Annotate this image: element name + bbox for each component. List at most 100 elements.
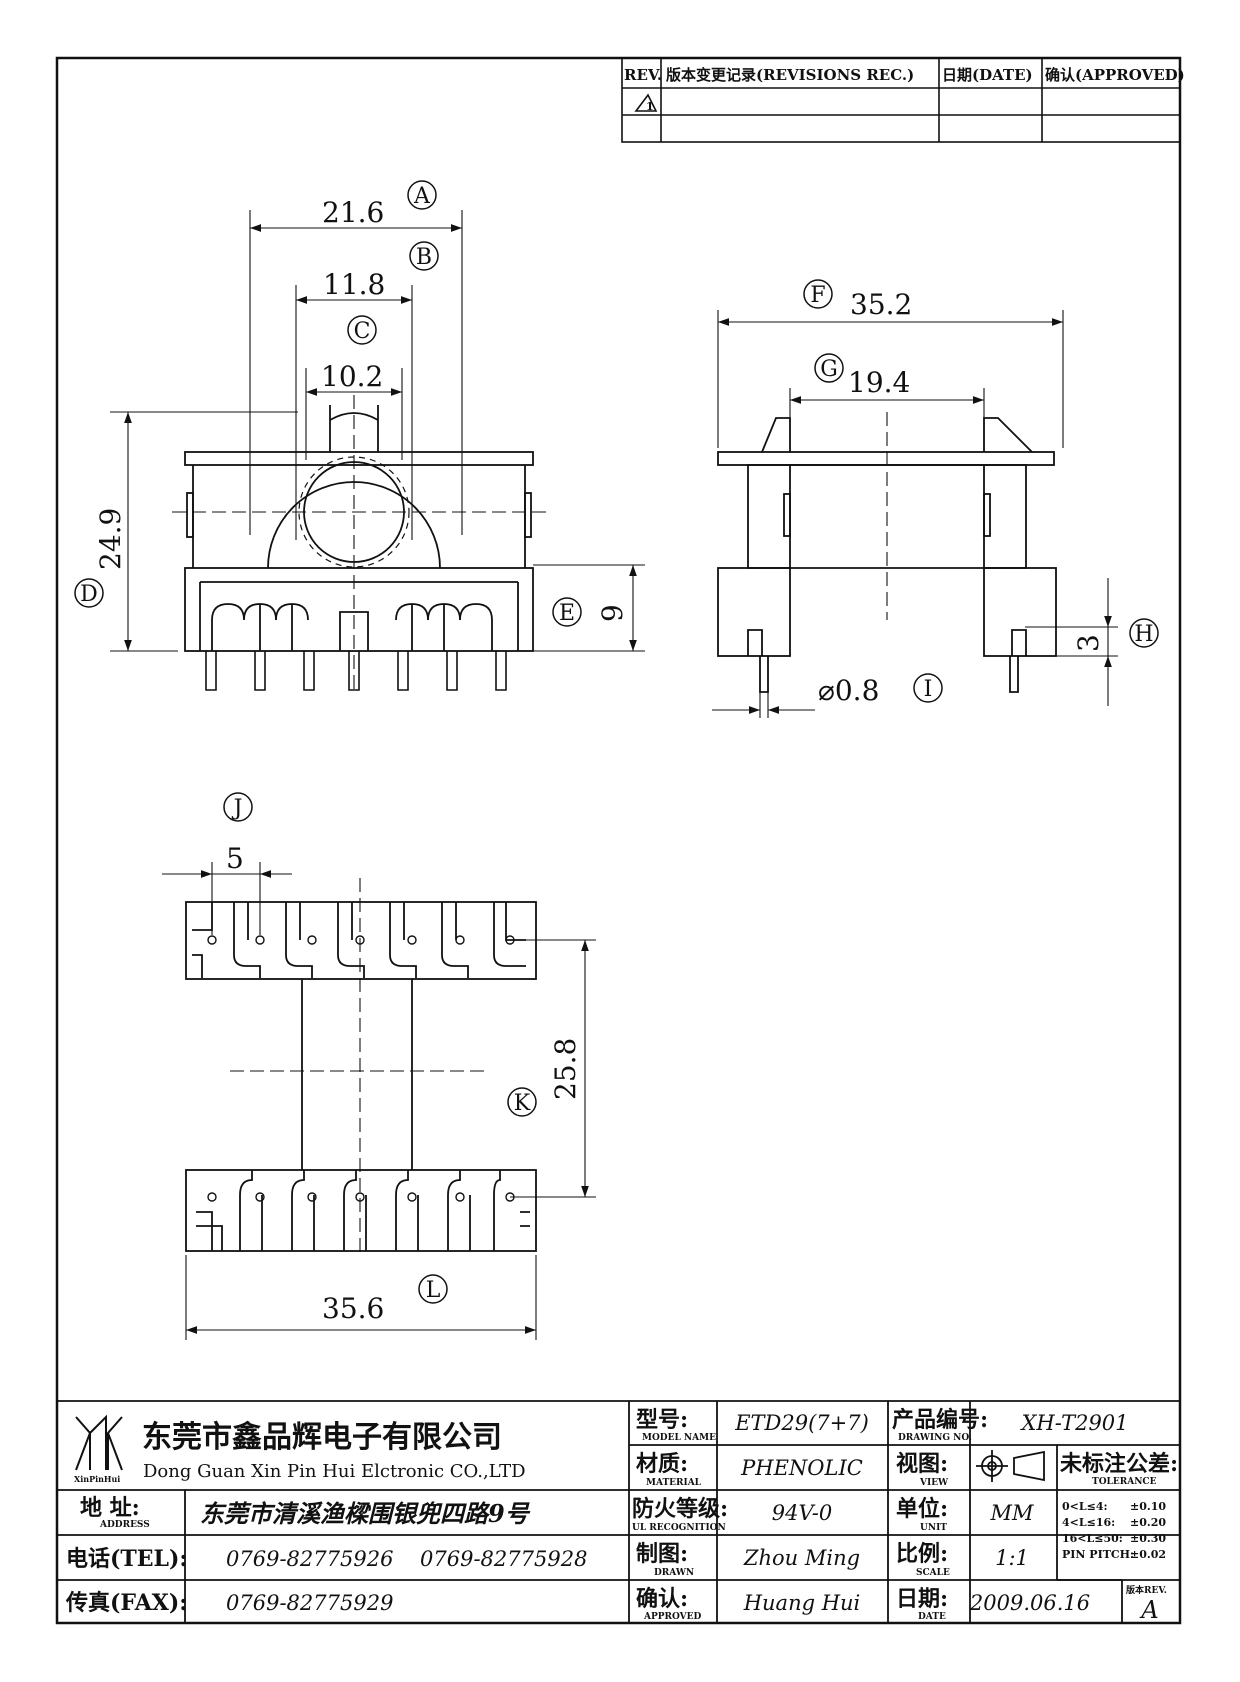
dim-B-letter: B — [416, 245, 432, 270]
drawn-value: Zhou Ming — [743, 1546, 860, 1570]
logo-text: XinPinHui — [74, 1474, 120, 1484]
dim-F: F 35.2 — [803, 279, 912, 321]
revisions-header: 版本变更记录(REVISIONS REC.) — [666, 66, 914, 84]
approved-sublabel: APPROVED — [643, 1612, 702, 1622]
first-rev-marker: 1 — [646, 100, 654, 113]
tol-range-3: 16<L≤50: — [1062, 1532, 1123, 1545]
tolerance-sublabel: TOLERANCE — [1092, 1477, 1157, 1487]
date-label: 日期: — [896, 1586, 948, 1612]
drawn-sublabel: DRAWN — [654, 1568, 694, 1578]
dim-F-value: 35.2 — [850, 288, 912, 321]
tol-range-4: PIN PITCH: — [1062, 1548, 1134, 1561]
drawing-no-sublabel: DRAWING NO. — [898, 1433, 972, 1443]
fire-label: 防火等级: — [632, 1496, 728, 1522]
approved-header: 确认(APPROVED) — [1045, 66, 1185, 84]
dim-I-value: ⌀0.8 — [818, 674, 879, 707]
dim-D: D 24.9 — [74, 508, 127, 608]
dim-H-letter: H — [1134, 622, 1153, 647]
front-view — [110, 210, 645, 691]
fire-value: 94V-0 — [772, 1501, 832, 1525]
unit-label: 单位: — [896, 1496, 948, 1522]
company-name-cn: 东莞市鑫品辉电子有限公司 — [142, 1420, 502, 1455]
projection-symbol-icon — [976, 1450, 1045, 1482]
model-value: ETD29(7+7) — [734, 1411, 869, 1435]
address-value: 东莞市清溪渔樑围银兜四路9号 — [200, 1499, 531, 1528]
company-logo-icon — [75, 1414, 123, 1471]
revision-table — [621, 57, 1181, 143]
tel-1: 0769-82775926 — [226, 1547, 393, 1571]
dim-K-letter: K — [514, 1091, 531, 1116]
fax-label: 传真(FAX): — [65, 1590, 187, 1616]
dim-L: L 35.6 — [322, 1274, 448, 1325]
dim-E-letter: E — [559, 601, 575, 626]
address-label: 地 址: — [80, 1495, 140, 1521]
rev-label: 版本REV. — [1125, 1584, 1167, 1596]
scale-sublabel: SCALE — [916, 1568, 950, 1578]
dim-K-value: 25.8 — [549, 1038, 582, 1100]
drawn-label: 制图: — [636, 1541, 688, 1567]
address-sublabel: ADDRESS — [99, 1520, 150, 1530]
title-block-grid — [57, 1400, 1180, 1623]
dim-H-value: 3 — [1072, 634, 1105, 652]
dim-C-value: 10.2 — [321, 360, 383, 393]
tol-value-2: ±0.20 — [1130, 1516, 1166, 1529]
dim-D-value: 24.9 — [94, 508, 127, 570]
dim-E-value: 9 — [596, 604, 629, 622]
material-label: 材质: — [636, 1451, 688, 1477]
dim-D-letter: D — [80, 582, 98, 607]
dim-C-letter: C — [354, 319, 371, 344]
fax-value: 0769-82775929 — [226, 1591, 393, 1615]
dim-L-value: 35.6 — [322, 1292, 384, 1325]
dim-I-letter: I — [924, 677, 933, 702]
dim-C: C 10.2 — [321, 315, 383, 393]
dim-A: A 21.6 — [322, 180, 437, 229]
rev-value: A — [1139, 1596, 1158, 1624]
side-view — [712, 310, 1118, 718]
dim-L-letter: L — [426, 1278, 441, 1303]
dim-G-letter: G — [820, 357, 838, 382]
scale-label: 比例: — [896, 1541, 948, 1567]
tol-range-2: 4<L≤16: — [1062, 1516, 1115, 1529]
unit-value: MM — [989, 1501, 1034, 1525]
dim-E: E 9 — [552, 597, 629, 627]
company-name-en: Dong Guan Xin Pin Hui Elctronic CO.,LTD — [143, 1461, 526, 1482]
rev-header: REV. — [624, 66, 662, 84]
dim-B: B 11.8 — [323, 241, 439, 301]
model-label: 型号: — [636, 1407, 688, 1433]
drawing-no-label: 产品编号: — [892, 1407, 988, 1433]
dim-J: J 5 — [223, 792, 253, 875]
drawing-border — [55, 56, 1182, 1625]
approved-value: Huang Hui — [743, 1591, 861, 1615]
dim-A-value: 21.6 — [322, 196, 384, 229]
unit-sublabel: UNIT — [920, 1523, 947, 1533]
dim-J-letter: J — [232, 796, 243, 821]
date-header: 日期(DATE) — [942, 66, 1033, 84]
dim-G-value: 19.4 — [848, 366, 910, 399]
tel-label: 电话(TEL): — [66, 1546, 188, 1572]
tol-value-4: ±0.02 — [1130, 1548, 1166, 1561]
view-sublabel: VIEW — [919, 1478, 949, 1488]
dim-I: I ⌀0.8 — [818, 673, 943, 707]
view-label: 视图: — [896, 1451, 948, 1477]
model-sublabel: MODEL NAME — [642, 1433, 716, 1443]
dim-K: K 25.8 — [507, 1038, 582, 1117]
tol-value-3: ±0.30 — [1130, 1532, 1166, 1545]
dim-H: H 3 — [1072, 618, 1159, 652]
drawing-no-value: XH-T2901 — [1019, 1411, 1128, 1435]
dim-F-letter: F — [810, 283, 825, 308]
dim-B-value: 11.8 — [323, 268, 385, 301]
fire-sublabel: UL RECOGNITION — [632, 1523, 726, 1533]
dim-J-value: 5 — [226, 842, 244, 875]
tolerance-label: 未标注公差: — [1060, 1451, 1178, 1477]
date-value: 2009.06.16 — [969, 1591, 1090, 1615]
date-sublabel: DATE — [918, 1612, 946, 1622]
tel-2: 0769-82775928 — [420, 1547, 587, 1571]
tol-range-1: 0<L≤4: — [1062, 1500, 1108, 1513]
scale-value: 1:1 — [995, 1546, 1029, 1570]
material-sublabel: MATERIAL — [646, 1478, 702, 1488]
dim-A-letter: A — [413, 184, 431, 209]
material-value: PHENOLIC — [740, 1456, 863, 1480]
dim-G: G 19.4 — [814, 353, 910, 399]
tol-value-1: ±0.10 — [1130, 1500, 1166, 1513]
